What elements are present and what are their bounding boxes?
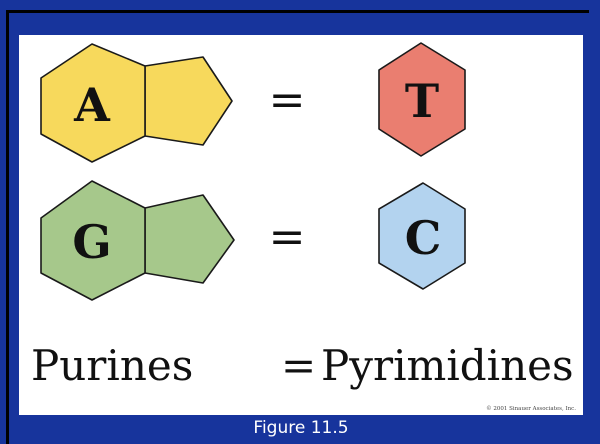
copyright-credit: © 2001 Sinauer Associates, Inc.	[486, 405, 576, 412]
figure-caption: Figure 11.5	[253, 418, 349, 438]
left-frame-line	[6, 10, 9, 444]
purine-g-hexagon	[40, 180, 146, 301]
purine-a: A	[40, 43, 233, 163]
pyrimidine-c-hexagon	[378, 182, 466, 290]
pair-2-equals: =	[269, 212, 306, 263]
purine-a-pentagon	[144, 56, 233, 146]
pair-1-equals: =	[269, 75, 306, 126]
purine-g-letter: G	[72, 215, 111, 269]
purine-a-hexagon	[40, 43, 146, 163]
base-pair-diagram: A = T G = C Purines = Pyrimidines © 20	[31, 42, 576, 412]
pyrimidines-label: Pyrimidines	[321, 341, 574, 390]
pyrimidine-t-hexagon	[378, 42, 466, 157]
pyrimidine-c: C	[378, 182, 466, 290]
top-frame-line	[6, 10, 589, 13]
pyrimidine-t-letter: T	[405, 74, 439, 128]
pyrimidine-c-letter: C	[405, 211, 442, 265]
purine-g: G	[40, 180, 235, 301]
pyrimidine-t: T	[378, 42, 466, 157]
labels-equals: =	[281, 341, 316, 390]
purine-g-pentagon	[144, 194, 235, 284]
purines-label: Purines	[31, 341, 193, 390]
purine-a-letter: A	[73, 78, 111, 132]
figure-panel: A = T G = C Purines = Pyrimidines © 20	[19, 35, 583, 415]
